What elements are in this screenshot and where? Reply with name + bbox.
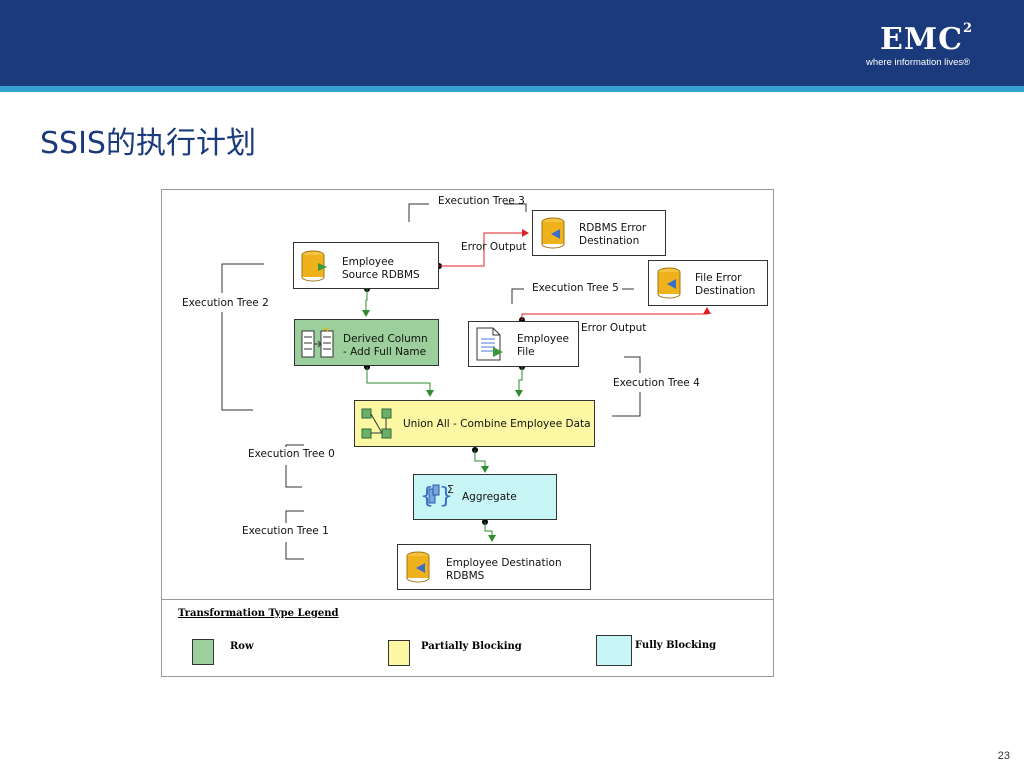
file-error-destination-node[interactable]: File Error Destination — [648, 260, 768, 306]
database-source-icon — [301, 250, 327, 282]
slide-title: SSIS的执行计划 — [40, 126, 256, 161]
legend-row-label: Row — [230, 641, 254, 652]
legend-partially-blocking-swatch — [388, 640, 410, 666]
execution-tree-2-label: Execution Tree 2 — [182, 297, 269, 309]
svg-text:}: } — [439, 484, 453, 509]
union-all-label: Union All - Combine Employee Data — [403, 418, 591, 430]
flat-file-icon — [476, 327, 503, 361]
employee-destination-node[interactable]: Employee Destination RDBMS — [397, 544, 591, 590]
emc-logo: EMC2 where information lives® — [866, 21, 1006, 72]
execution-tree-brackets — [221, 203, 641, 560]
file-error-label: File Error Destination — [695, 272, 756, 297]
union-all-node[interactable]: Union All - Combine Employee Data — [354, 400, 595, 447]
database-destination-icon — [541, 217, 565, 249]
rdbms-error-destination-node[interactable]: RDBMS Error Destination — [532, 210, 666, 256]
database-destination-icon — [406, 551, 430, 583]
execution-tree-5-label: Execution Tree 5 — [532, 282, 619, 294]
data-path-file-to-union — [515, 364, 525, 397]
page-number: 23 — [997, 750, 1010, 762]
rdbms-error-label: RDBMS Error Destination — [579, 222, 647, 247]
database-destination-icon — [657, 267, 681, 299]
derived-column-icon — [301, 327, 334, 358]
header-accent-line — [0, 86, 1024, 92]
execution-tree-3-label: Execution Tree 3 — [438, 195, 525, 207]
data-path-source-to-derived — [362, 286, 370, 317]
header-banner — [0, 0, 1024, 86]
derived-column-node[interactable]: Derived Column - Add Full Name — [294, 319, 439, 366]
rdbms-error-output-label: Error Output — [461, 241, 527, 253]
execution-plan-diagram: Employee Source RDBMS RDBMS Error Destin… — [161, 189, 774, 677]
employee-file-label: Employee File — [517, 333, 570, 358]
logo-wordmark: EMC2 — [880, 21, 973, 57]
logo-tagline: where information lives® — [866, 57, 971, 68]
employee-source-label: Employee Source RDBMS — [342, 256, 420, 281]
execution-tree-4-label: Execution Tree 4 — [613, 377, 700, 389]
data-path-union-to-aggregate — [472, 447, 489, 473]
employee-file-node[interactable]: Employee File — [468, 321, 579, 367]
execution-tree-1-label: Execution Tree 1 — [242, 525, 329, 537]
employee-source-node[interactable]: Employee Source RDBMS — [293, 242, 439, 289]
legend-divider — [162, 599, 773, 600]
aggregate-label: Aggregate — [462, 491, 517, 503]
legend-row-swatch — [192, 639, 214, 665]
diagram-connectors — [221, 203, 711, 560]
aggregate-icon: { } Σ — [420, 483, 454, 509]
legend-partially-blocking-label: Partially Blocking — [421, 641, 522, 652]
legend-fully-blocking-label: Fully Blocking — [635, 640, 717, 651]
execution-tree-0-label: Execution Tree 0 — [248, 448, 335, 460]
svg-text:Σ: Σ — [447, 483, 454, 496]
data-path-derived-to-union — [364, 364, 434, 397]
file-error-output-label: Error Output — [581, 322, 647, 334]
legend-fully-blocking-swatch — [596, 635, 632, 666]
employee-destination-label: Employee Destination RDBMS — [446, 557, 562, 582]
derived-column-label: Derived Column - Add Full Name — [343, 333, 428, 358]
data-path-aggregate-to-destination — [482, 519, 496, 542]
aggregate-node[interactable]: { } Σ Aggregate — [413, 474, 557, 520]
union-all-icon — [361, 408, 392, 439]
legend-title: Transformation Type Legend — [178, 608, 339, 619]
